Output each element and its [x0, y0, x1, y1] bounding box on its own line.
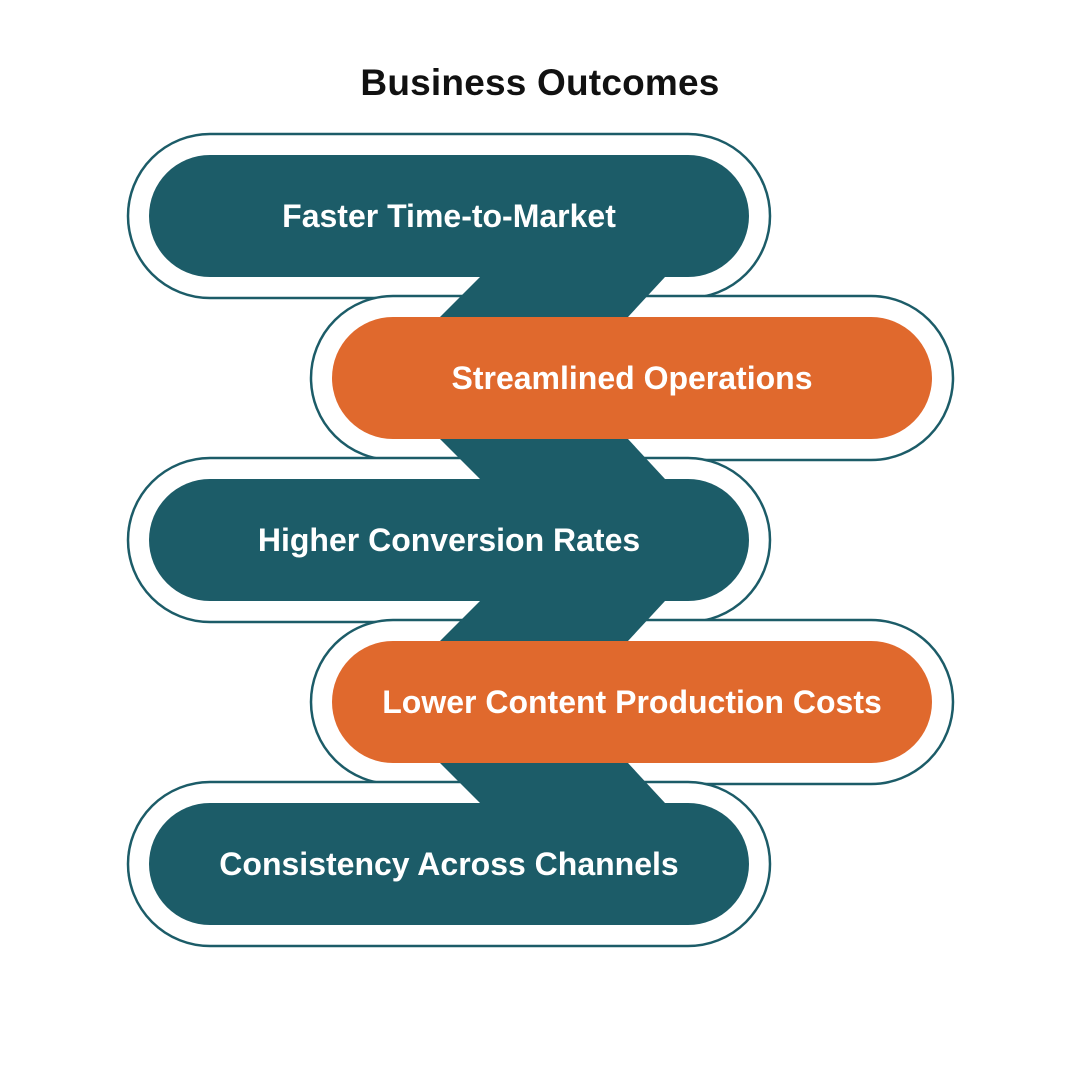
outcome-label: Streamlined Operations: [452, 360, 813, 396]
outcome-item: Streamlined Operations: [332, 317, 932, 439]
outcome-pill: [149, 803, 749, 925]
outcome-label: Higher Conversion Rates: [258, 522, 640, 558]
outcome-item: Lower Content Production Costs: [332, 641, 932, 763]
connector-band: [440, 601, 665, 641]
page-title: Business Outcomes: [360, 62, 720, 103]
outcome-label: Faster Time-to-Market: [282, 198, 616, 234]
outcome-item: Consistency Across Channels: [149, 803, 749, 925]
outcome-pill: [332, 641, 932, 763]
connector-band: [440, 763, 665, 803]
outcome-pill: [149, 479, 749, 601]
outcome-pill: [332, 317, 932, 439]
outcome-item: Faster Time-to-Market: [149, 155, 749, 277]
outcome-label: Lower Content Production Costs: [382, 684, 882, 720]
outcome-pill: [149, 155, 749, 277]
outcome-label: Consistency Across Channels: [219, 846, 678, 882]
connector-band: [440, 439, 665, 479]
connectors-overlay: [440, 277, 665, 803]
outcome-item: Higher Conversion Rates: [149, 479, 749, 601]
connector-band: [440, 277, 665, 317]
